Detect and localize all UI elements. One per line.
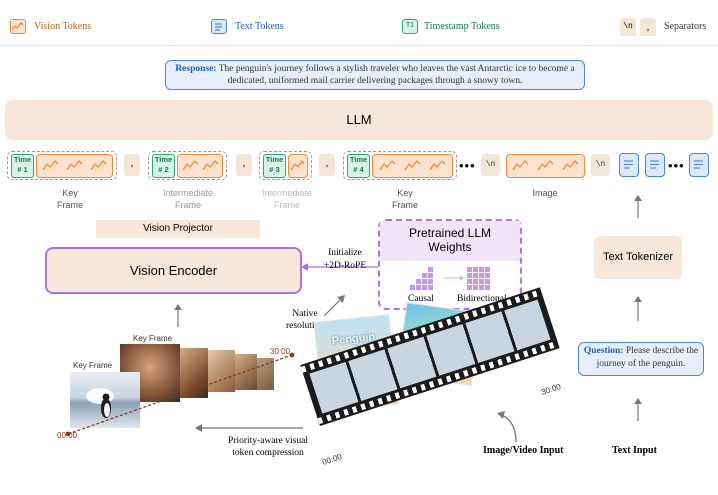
response-box: Response: The penguin's journey follows …	[165, 60, 585, 90]
comma-token: ,	[236, 154, 252, 176]
question-box: Question: Please describe the journey of…	[578, 342, 704, 376]
image-vision-token-block	[506, 154, 585, 178]
legend-comma-token: ,	[640, 18, 656, 36]
intermediate-frame-group-1	[148, 151, 227, 180]
image-label: Image	[532, 188, 558, 198]
key-frame-label-lower: Key Frame	[73, 361, 113, 370]
up-arrow-tokenizer	[634, 195, 642, 218]
question-label: Question:	[583, 346, 624, 356]
penguin-figure	[86, 388, 114, 418]
curved-arrow-input	[497, 411, 517, 443]
vision-token-block	[288, 154, 308, 178]
llm-block: LLM	[5, 100, 713, 140]
up-arrow-encoder-to-projector	[174, 304, 182, 327]
intermediate-frame-group-2	[259, 151, 312, 180]
initialize-label: Initialize +2D-RoPE	[323, 248, 367, 271]
key-frame-label-upper: Key Frame	[133, 334, 173, 343]
intermediate-frame-label: Intermediate Frame	[162, 188, 214, 210]
legend-divider	[0, 45, 718, 46]
key-frame-group-2	[343, 151, 457, 180]
newline-token: \n	[591, 154, 610, 176]
up-arrow-text-input	[634, 398, 642, 421]
text-token	[689, 153, 709, 177]
legend-text-label: Text Tokens	[235, 21, 284, 32]
initialize-arrow	[301, 263, 378, 271]
up-arrow-question	[634, 296, 642, 321]
response-text: The penguin's journey follows a stylish …	[218, 64, 575, 86]
pretrained-title: Pretrained LLM Weights	[380, 221, 520, 261]
bidirectional-label: Bidirectional	[457, 294, 507, 304]
ellipsis-dots: •••	[459, 158, 476, 173]
film-end-time: 30:00	[540, 382, 562, 397]
vision-token-block	[36, 154, 113, 178]
priority-aware-label: Priority-aware visual token compression	[228, 436, 308, 458]
timeline-start-label: 00:00	[57, 431, 78, 440]
text-tokenizer-block: Text Tokenizer	[594, 236, 682, 279]
image-video-input-label: Image/Video Input	[483, 445, 564, 456]
native-resolution-label: Native resolution	[286, 309, 324, 331]
legend-timestamp-icon: T1	[402, 19, 418, 34]
response-label: Response:	[175, 64, 217, 74]
native-resolution-arrow	[323, 295, 345, 317]
legend-vision-icon	[10, 19, 26, 34]
priority-arrow	[195, 424, 303, 432]
newline-token: \n	[481, 154, 500, 176]
timeline-dashed-line	[66, 352, 295, 436]
time-id: # 1	[17, 165, 28, 174]
time-word: Time	[154, 155, 173, 164]
legend-text-icon	[211, 19, 227, 34]
timeline-end-label: 30:00	[270, 347, 291, 356]
text-token	[645, 153, 665, 177]
key-frame-penguin-thumbnail	[70, 372, 140, 428]
comma-token: ,	[124, 154, 140, 176]
time-word: Time	[265, 155, 284, 164]
time-id: # 4	[353, 165, 364, 174]
time-token-3: Time# 3	[263, 154, 286, 178]
time-token-2: Time# 2	[152, 154, 175, 178]
key-frame-label: Key Frame	[391, 188, 418, 210]
causal-label: Causal	[408, 294, 434, 304]
vision-projector-block: Vision Projector	[96, 220, 260, 238]
question-text: Please describe the journey of the pengu…	[596, 346, 699, 369]
bidirectional-mask-icon	[467, 267, 490, 290]
time-word: Time	[13, 155, 32, 164]
time-token-4: Time# 4	[347, 154, 370, 178]
intermediate-frame-label: Intermediate Frame	[261, 188, 313, 210]
legend-timestamp-label: Timestamp Tokens	[424, 21, 500, 32]
time-id: # 2	[158, 165, 169, 174]
vision-token-block	[372, 154, 453, 178]
causal-mask-icon	[410, 267, 433, 290]
time-token-1: Time# 1	[11, 154, 34, 178]
right-arrow-icon	[444, 275, 464, 281]
time-word: Time	[349, 155, 368, 164]
legend-newline-token: \n	[620, 18, 636, 36]
legend-separators-label: Separators	[664, 21, 707, 32]
film-start-time: 00:00	[321, 452, 343, 467]
ellipsis-dots: •••	[668, 158, 685, 173]
key-frame-label: Key Frame	[56, 188, 83, 210]
time-id: # 3	[269, 165, 280, 174]
text-token	[619, 153, 639, 177]
vision-encoder-block: Vision Encoder	[45, 247, 302, 294]
text-input-label: Text Input	[612, 445, 657, 456]
vision-token-block	[177, 154, 223, 178]
legend-vision-label: Vision Tokens	[34, 21, 92, 32]
comma-token: ,	[319, 154, 335, 176]
key-frame-group-1	[7, 151, 117, 180]
